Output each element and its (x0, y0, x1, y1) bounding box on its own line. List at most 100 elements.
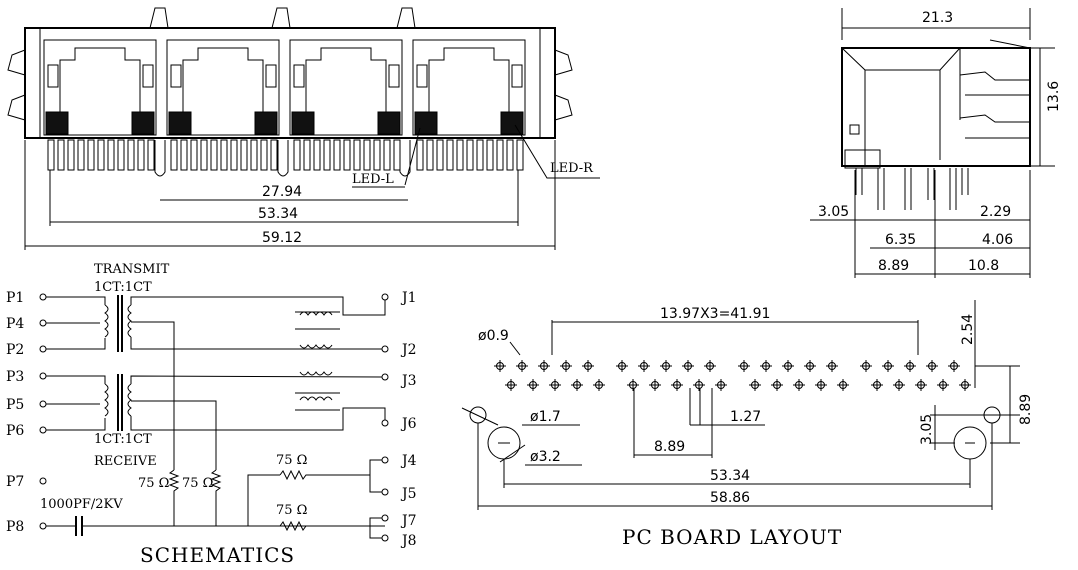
pcb-pad-cross (937, 379, 949, 391)
front-pin (506, 139, 514, 171)
dim-8-89-vert: 8.89 (1018, 394, 1034, 425)
pcb-pad-cross (538, 360, 550, 372)
dim-4-06: 4.06 (982, 232, 1013, 248)
pin-j8: J8 (400, 533, 417, 549)
front-pin (230, 139, 238, 171)
front-pin (293, 139, 301, 171)
capacitor-label: 1000PF/2KV (40, 497, 123, 512)
pin-p3: P3 (6, 369, 24, 385)
pcb-pad-cross (682, 360, 694, 372)
pcb-pad-cross (904, 360, 916, 372)
pcb-pad-grid (494, 360, 971, 391)
dim-8-89: 8.89 (878, 258, 909, 274)
transmit-ratio: 1CT:1CT (94, 280, 152, 295)
dim-3-05-pcb: 3.05 (919, 414, 935, 445)
dim-10-8: 10.8 (968, 258, 999, 274)
dim-1-27: 1.27 (730, 409, 761, 425)
pcb-pad-cross (638, 360, 650, 372)
front-pin (240, 139, 248, 171)
transmit-label: TRANSMIT (94, 262, 170, 277)
pcb-pad-cross (815, 379, 827, 391)
pin-j2: J2 (400, 342, 417, 358)
resistor-1-label: 75 Ω (138, 476, 169, 491)
pcb-pad-cross (593, 379, 605, 391)
front-pin (117, 139, 125, 171)
front-pin (476, 139, 484, 171)
front-pin (313, 139, 321, 171)
front-pin (47, 139, 55, 171)
pcb-pad-cross (704, 360, 716, 372)
front-pin (270, 139, 278, 171)
front-pin (97, 139, 105, 171)
pcb-layout-title: PC BOARD LAYOUT (622, 525, 842, 549)
front-pin (426, 139, 434, 171)
front-pin (137, 139, 145, 171)
pcb-pad-cross (527, 379, 539, 391)
front-pin (170, 139, 178, 171)
led-r-label: LED-R (550, 161, 594, 176)
front-pin (77, 139, 85, 171)
front-pin (87, 139, 95, 171)
side-view: 21.3 13.6 3.05 2.29 6.35 4.06 8.89 10.8 (810, 8, 1062, 278)
pcb-pad-cross (715, 379, 727, 391)
dim-hole-0-9: ø0.9 (478, 328, 509, 344)
dim-53-34: 53.34 (258, 206, 298, 222)
front-pin (303, 139, 311, 171)
front-pins (47, 139, 524, 177)
pcb-pad-cross (826, 360, 838, 372)
dim-8-89-pcb: 8.89 (654, 439, 685, 455)
dim-59-12: 59.12 (262, 230, 302, 246)
front-pin (333, 139, 341, 171)
pin-j3: J3 (400, 373, 417, 389)
front-pin (57, 139, 65, 171)
pin-p4: P4 (6, 316, 24, 332)
front-pin (323, 139, 331, 171)
rj45-port-1 (43, 39, 157, 136)
dim-21-3: 21.3 (922, 10, 953, 26)
pcb-pad-cross (915, 379, 927, 391)
front-pin (363, 139, 371, 171)
receive-label: RECEIVE (94, 454, 157, 469)
pin-p2: P2 (6, 342, 24, 358)
pcb-pad-cross (793, 379, 805, 391)
front-pin (190, 139, 198, 171)
pcb-pad-cross (627, 379, 639, 391)
pcb-pad-cross (649, 379, 661, 391)
pcb-layout: 13.97X3=41.91 2.54 ø0.9 ø1.7 ø3.2 1.27 8… (461, 300, 1034, 549)
dim-58-86: 58.86 (710, 490, 750, 506)
pcb-pad-cross (749, 379, 761, 391)
front-pin (210, 139, 218, 171)
rj45-port-4 (412, 39, 526, 136)
pin-p6: P6 (6, 423, 24, 439)
pcb-pad-cross (516, 360, 528, 372)
pcb-pad-cross (582, 360, 594, 372)
dim-hole-3-2: ø3.2 (530, 449, 561, 465)
front-pin (127, 139, 135, 171)
pin-p8: P8 (6, 519, 24, 535)
dim-13-97x3: 13.97X3=41.91 (660, 306, 770, 322)
pcb-pad-cross (560, 360, 572, 372)
front-pin (67, 139, 75, 171)
standoff (277, 140, 289, 177)
rj45-port-3 (289, 39, 403, 136)
dim-13-6: 13.6 (1046, 81, 1062, 112)
pin-p5: P5 (6, 397, 24, 413)
pcb-pad-cross (660, 360, 672, 372)
pcb-pad-cross (959, 379, 971, 391)
pcb-pad-cross (505, 379, 517, 391)
front-pin (383, 139, 391, 171)
dim-2-29: 2.29 (980, 204, 1011, 220)
pcb-pad-cross (837, 379, 849, 391)
led-l-label: LED-L (352, 172, 394, 187)
pin-j7: J7 (400, 513, 417, 529)
pin-j5: J5 (400, 486, 417, 502)
schematic: TRANSMIT 1CT:1CT 1CT:1CT RECEIVE P1 P4 P… (6, 262, 417, 567)
front-pin (486, 139, 494, 171)
standoff (154, 140, 166, 177)
front-pin (466, 139, 474, 171)
pcb-pad-cross (771, 379, 783, 391)
front-pin (147, 139, 155, 171)
front-pin (393, 139, 401, 171)
dim-6-35: 6.35 (885, 232, 916, 248)
